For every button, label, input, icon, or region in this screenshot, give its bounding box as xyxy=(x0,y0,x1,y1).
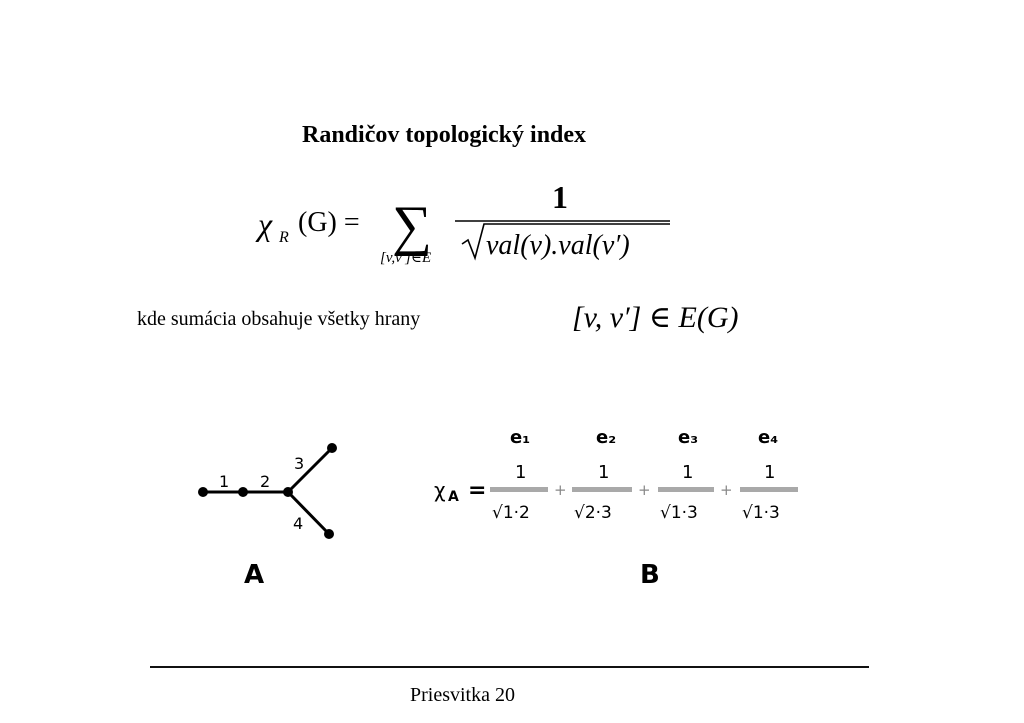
fraction-bar xyxy=(490,487,548,492)
graph-edge xyxy=(286,490,331,536)
term-denominator: √2·3 xyxy=(574,503,612,523)
sum-index: [v,v′]∈E xyxy=(380,250,431,266)
fraction-bar xyxy=(658,487,714,492)
edge-label: 3 xyxy=(294,454,304,473)
edge-header: e₄ xyxy=(758,427,778,448)
term-denominator: √1·3 xyxy=(742,503,780,523)
example-equals: = xyxy=(468,478,486,503)
graph-vertex xyxy=(238,487,248,497)
chi-subscript: R xyxy=(278,229,289,246)
graph-a-caption: A xyxy=(244,560,264,590)
edge-label: 1 xyxy=(219,472,229,491)
term-numerator: 1 xyxy=(598,462,609,483)
graph-vertex xyxy=(198,487,208,497)
fraction-bar xyxy=(572,487,632,492)
term-denominator: √1·2 xyxy=(492,503,530,523)
description-text: kde sumácia obsahuje všetky hrany xyxy=(137,308,421,330)
slide-title: Randičov topologický index xyxy=(302,122,587,148)
edge-header: e₁ xyxy=(510,427,530,448)
graph-vertex xyxy=(327,443,337,453)
sqrt-sign xyxy=(461,223,670,261)
plus-sign: + xyxy=(638,481,651,499)
edge-header: e₃ xyxy=(678,427,698,448)
fraction-bar xyxy=(740,487,798,492)
term-numerator: 1 xyxy=(515,462,526,483)
edge-header: e₂ xyxy=(596,427,616,448)
slide-number: Priesvitka 20 xyxy=(410,684,515,706)
plus-sign: + xyxy=(554,481,567,499)
graph-a: 1 2 3 4 A xyxy=(190,430,360,595)
numerator: 1 xyxy=(552,179,568,215)
plus-sign: + xyxy=(720,481,733,499)
example-lhs-sub: A xyxy=(448,489,459,505)
edge-set-text: [v, v′] ∈ E(G) xyxy=(572,301,739,334)
graph-vertex xyxy=(283,487,293,497)
sum-symbol: ∑ xyxy=(392,195,432,257)
term-denominator: √1·3 xyxy=(660,503,698,523)
edge-label: 2 xyxy=(260,472,270,491)
term-numerator: 1 xyxy=(682,462,693,483)
denominator: val(v).val(v′) xyxy=(486,230,630,261)
graph-edge xyxy=(286,446,334,494)
example-b-caption: B xyxy=(640,560,660,590)
term-numerator: 1 xyxy=(764,462,775,483)
example-lhs: χ xyxy=(434,478,446,502)
edge-set-formula: [v, v′] ∈ E(G) xyxy=(572,294,762,341)
example-b: χ A = e₁ e₂ e₃ e₄ 1 √1·2 + 1 √2·3 + 1 √1… xyxy=(430,415,810,600)
footer-divider xyxy=(150,666,869,668)
chi-symbol: χ xyxy=(255,206,273,242)
lhs-argument: (G) = xyxy=(298,207,360,238)
randic-formula: χ R (G) = ∑ [v,v′]∈E 1 val(v).val(v′) xyxy=(250,172,680,282)
graph-vertex xyxy=(324,529,334,539)
edge-label: 4 xyxy=(293,514,303,533)
